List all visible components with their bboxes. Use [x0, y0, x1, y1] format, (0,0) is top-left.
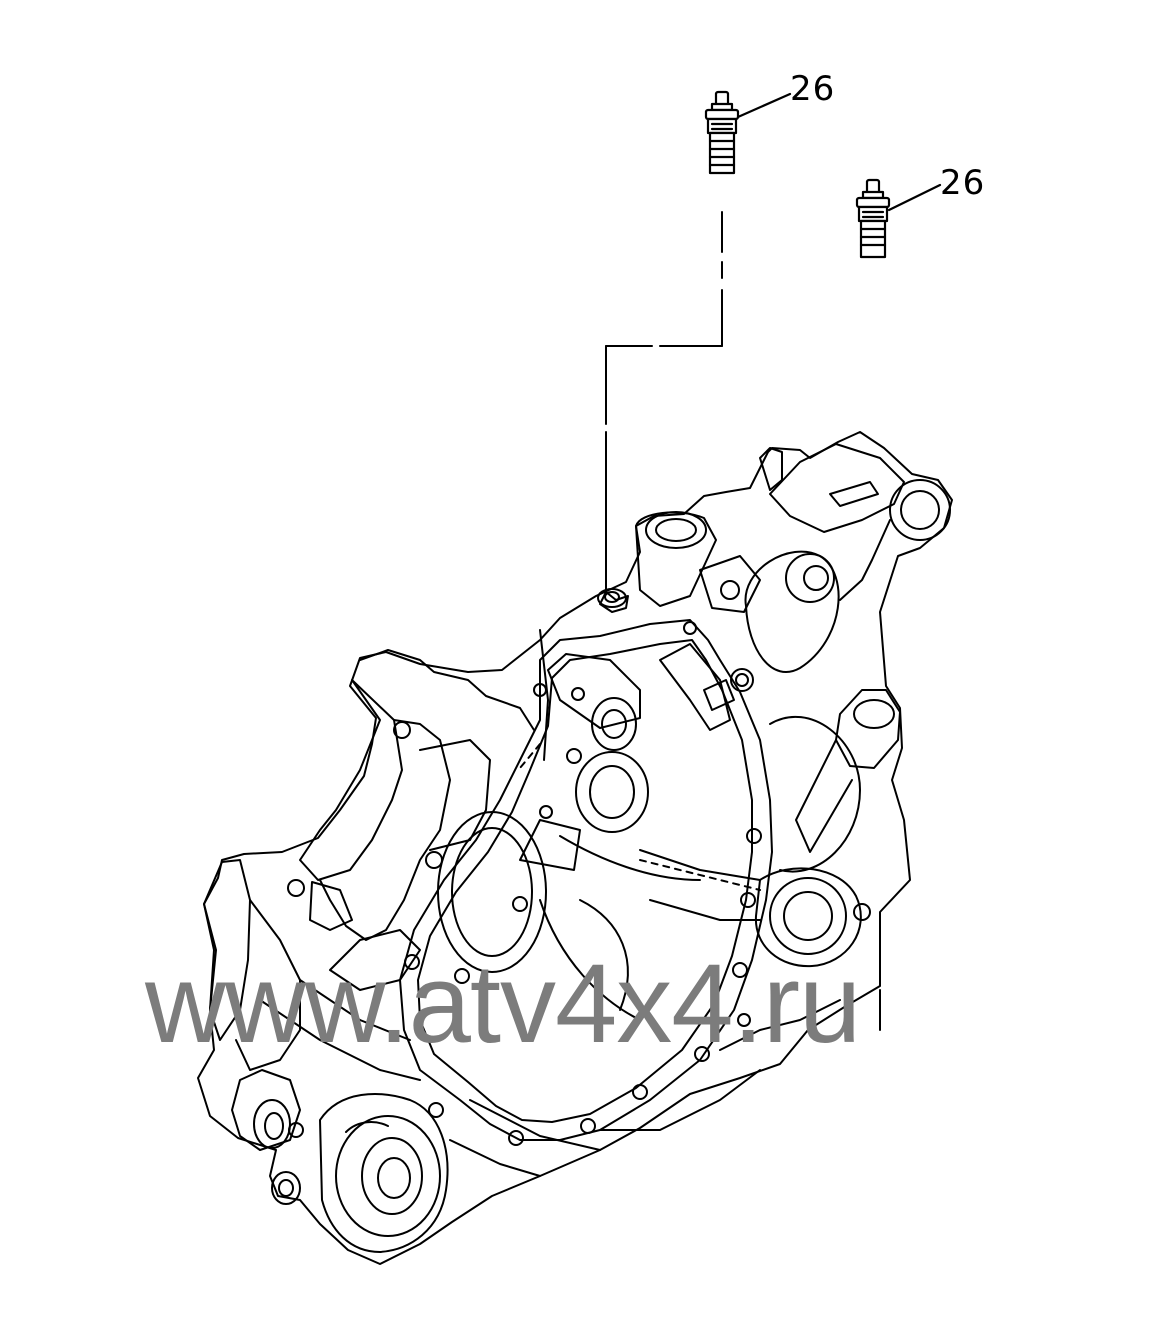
watermark-text: www.atv4x4.ru: [145, 941, 861, 1066]
install-path: [605, 211, 723, 591]
leader-line-2: [887, 183, 942, 212]
callout-label-26-right: 26: [940, 163, 986, 203]
bolt-1-icon: [704, 90, 740, 175]
leader-line-1: [736, 92, 792, 119]
crankcase-half-icon: [197, 431, 953, 1265]
callout-label-26-top: 26: [790, 69, 836, 109]
bolt-2-icon: [855, 178, 891, 259]
